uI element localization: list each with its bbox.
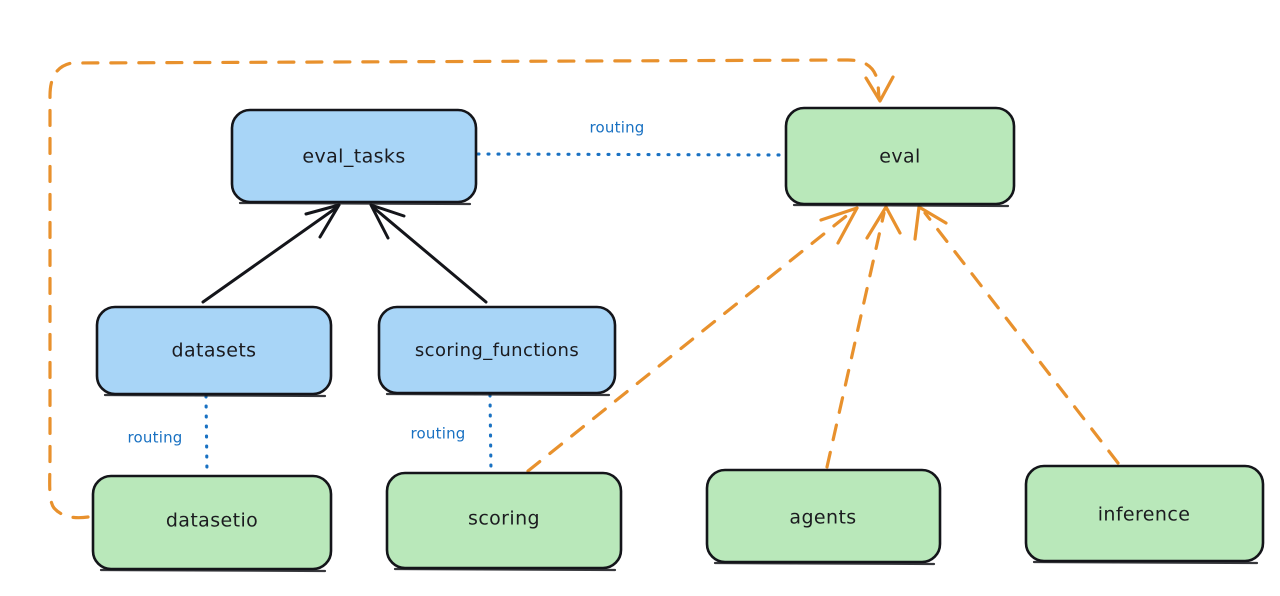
arrowhead-eval-bottom-right: [913, 205, 948, 241]
edge-label-layer: routing routing routing: [128, 119, 645, 447]
edge-datasetio-to-eval: [48, 58, 895, 520]
node-inference[interactable]: inference: [1024, 464, 1265, 565]
arrowhead-eval-bottom-mid: [865, 205, 902, 240]
edge-scoring-functions-to-eval-tasks: [369, 203, 488, 304]
node-eval-tasks-label: eval_tasks: [302, 146, 405, 168]
node-datasets-label: datasets: [172, 340, 257, 362]
edge-label-routing-eval: routing: [590, 119, 645, 137]
node-agents[interactable]: agents: [705, 468, 942, 566]
edge-label-routing-scoring: routing: [411, 425, 466, 443]
edge-agents-to-eval: [825, 205, 902, 469]
node-datasets[interactable]: datasets: [95, 305, 333, 398]
edge-layer: [48, 58, 1120, 520]
edge-scoring-to-eval: [526, 206, 859, 473]
arrowhead-eval-tasks-left: [304, 203, 341, 239]
arrowhead-eval-top: [864, 75, 895, 103]
arrowhead-eval-bottom-left: [819, 206, 859, 245]
node-datasetio-label: datasetio: [166, 510, 258, 532]
arrowhead-eval-tasks-right: [369, 203, 406, 240]
node-datasetio[interactable]: datasetio: [91, 474, 333, 573]
edge-label-routing-datasetio: routing: [128, 429, 183, 447]
node-agents-label: agents: [789, 507, 856, 529]
edge-datasets-to-datasetio: [204, 394, 209, 476]
edge-datasets-to-eval-tasks: [201, 203, 341, 304]
node-scoring-label: scoring: [468, 508, 540, 530]
node-eval-label: eval: [879, 146, 920, 168]
node-layer: eval_tasks eval datasets scoring_functio…: [91, 106, 1265, 573]
edge-scoring-functions-to-scoring: [488, 393, 493, 474]
node-scoring-functions-label: scoring_functions: [415, 340, 579, 361]
node-eval-tasks[interactable]: eval_tasks: [230, 108, 478, 206]
node-eval[interactable]: eval: [784, 106, 1016, 208]
node-inference-label: inference: [1098, 504, 1191, 526]
edge-eval-tasks-to-eval: [476, 152, 786, 157]
node-scoring[interactable]: scoring: [385, 471, 623, 572]
edge-inference-to-eval: [913, 205, 1120, 465]
node-scoring-functions[interactable]: scoring_functions: [377, 305, 617, 397]
